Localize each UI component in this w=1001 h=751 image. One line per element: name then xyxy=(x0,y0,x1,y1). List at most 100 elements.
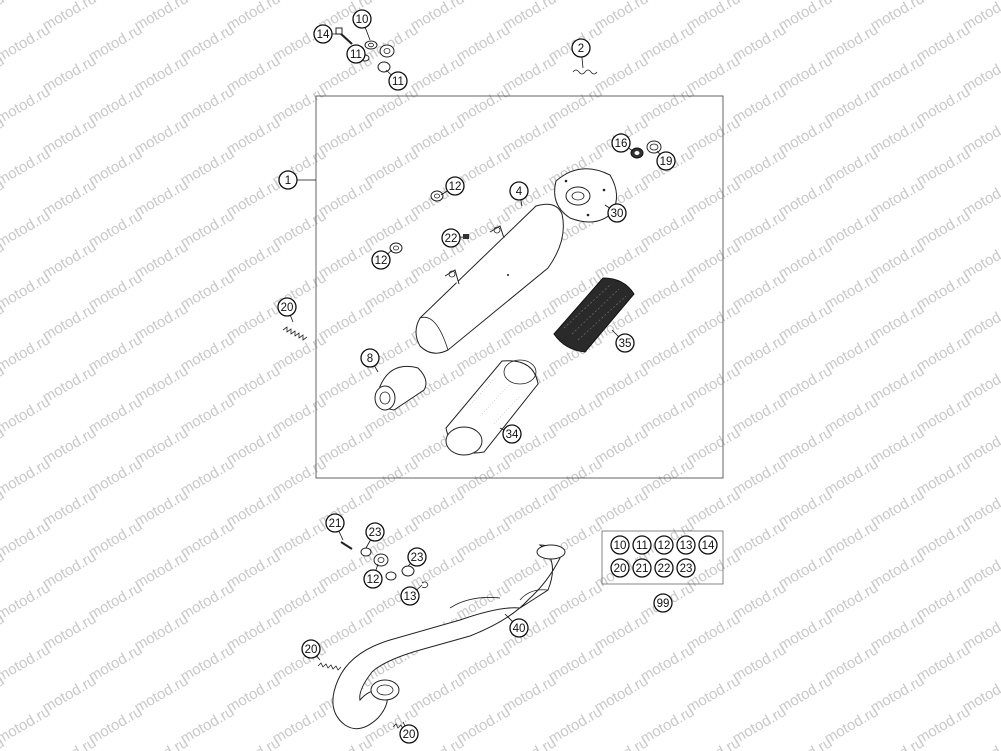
callout-label: 40 xyxy=(513,623,526,635)
callout-circle xyxy=(360,348,380,368)
kit-callout-label: 12 xyxy=(658,540,671,552)
callout-circle xyxy=(346,44,366,64)
watermark-text: motod.ru xyxy=(0,0,53,3)
callout-circle xyxy=(400,586,420,606)
watermark-text: motod.ru xyxy=(0,734,7,751)
callout-c11b: 11 xyxy=(388,71,408,91)
perforated-insert-part xyxy=(445,359,539,456)
callout-circle xyxy=(653,593,673,613)
kit-callout-label: 20 xyxy=(614,563,627,575)
watermark-text: motod.ru xyxy=(960,734,1001,751)
callout-label: 12 xyxy=(367,574,380,586)
watermark-text: motod.ru xyxy=(0,517,53,561)
callout-label: 8 xyxy=(367,353,373,365)
callout-label: 11 xyxy=(392,76,404,88)
callout-circle xyxy=(352,9,372,29)
callout-label: 20 xyxy=(403,729,416,741)
callout-label: 16 xyxy=(615,138,628,150)
watermark-text: motod.ru xyxy=(0,641,53,685)
callout-label: 11 xyxy=(350,49,362,61)
callout-circle xyxy=(399,724,419,744)
callout-circle xyxy=(277,297,297,317)
inlet-cone-part xyxy=(374,366,427,411)
callout-circle xyxy=(656,151,676,171)
callout-c10: 10 xyxy=(352,9,372,29)
callout-label: 4 xyxy=(516,186,523,198)
kit-item-2-0: 20 xyxy=(610,558,630,578)
callout-circle xyxy=(607,203,627,223)
callout-c19: 19 xyxy=(656,151,676,171)
watermark-text: motod.ru xyxy=(40,734,100,751)
callout-label: 35 xyxy=(619,338,632,350)
callout-c99: 99 xyxy=(653,593,673,613)
callout-c22: 22 xyxy=(441,228,461,248)
callout-c35: 35 xyxy=(615,333,635,353)
washer-part xyxy=(364,40,378,50)
kit-callout-label: 22 xyxy=(658,563,671,575)
watermark-text: motod.ru xyxy=(0,579,53,623)
callout-label: 30 xyxy=(611,208,624,220)
watermark-text: motod.ru xyxy=(684,734,744,751)
end-cap-part xyxy=(554,168,617,223)
kit-callout-circle xyxy=(676,535,696,555)
callout-circle xyxy=(278,170,298,190)
watermark-text: motod.ru xyxy=(776,734,836,751)
tip-seal-part xyxy=(646,140,662,154)
callout-label: 12 xyxy=(375,255,388,267)
callout-c1: 1 xyxy=(278,170,298,190)
kit-callout-circle xyxy=(610,558,630,578)
callout-circle xyxy=(301,639,321,659)
callout-c8: 8 xyxy=(360,348,380,368)
kit-callout-circle xyxy=(632,558,652,578)
callout-label: 20 xyxy=(305,644,318,656)
callout-label: 23 xyxy=(369,527,382,539)
kit-callout-circle xyxy=(654,558,674,578)
callout-c12c: 12 xyxy=(363,569,383,589)
watermark-text: motod.ru xyxy=(0,703,53,747)
callout-circle xyxy=(363,569,383,589)
callout-circle xyxy=(502,424,522,444)
callout-c20c: 20 xyxy=(399,724,419,744)
watermark-text: motod.ru xyxy=(0,207,53,251)
callout-label: 34 xyxy=(506,429,519,441)
callout-c34: 34 xyxy=(502,424,522,444)
spring-part xyxy=(572,69,598,75)
watermark-text: motod.ru xyxy=(224,734,284,751)
callout-label: 1 xyxy=(285,175,291,187)
callout-c20a: 20 xyxy=(277,297,297,317)
watermark-text: motod.ru xyxy=(0,455,53,499)
watermark-text: motod.ru xyxy=(0,145,53,189)
callout-circle xyxy=(509,181,529,201)
kit-callout-label: 11 xyxy=(636,540,648,552)
kit-callout-circle xyxy=(654,535,674,555)
callout-c23b: 23 xyxy=(407,547,427,567)
kit-item-1-2: 12 xyxy=(654,535,674,555)
callout-label: 99 xyxy=(657,598,670,610)
watermark-text: motod.ru xyxy=(592,734,652,751)
callout-c40: 40 xyxy=(509,618,529,638)
callout-circle xyxy=(371,250,391,270)
kit-item-2-1: 21 xyxy=(632,558,652,578)
callout-label: 22 xyxy=(445,233,458,245)
callout-circle xyxy=(445,176,465,196)
callout-c4: 4 xyxy=(509,181,529,201)
kit-item-2-2: 22 xyxy=(654,558,674,578)
watermark-text: motod.ru xyxy=(0,331,53,375)
callout-circle xyxy=(313,24,333,44)
watermark-text: motod.ru xyxy=(0,269,53,313)
kit-callout-circle xyxy=(676,558,696,578)
callout-c13: 13 xyxy=(400,586,420,606)
callout-circle xyxy=(388,71,408,91)
kit-item-1-4: 14 xyxy=(698,535,718,555)
callout-label: 20 xyxy=(281,302,294,314)
screw-part xyxy=(463,234,469,239)
callout-c16: 16 xyxy=(611,133,631,153)
callout-label: 23 xyxy=(411,552,424,564)
watermark-text: motod.ru xyxy=(316,734,376,751)
assembly-frame xyxy=(315,95,724,479)
callout-label: 2 xyxy=(578,43,584,55)
watermark-text: motod.ru xyxy=(0,83,53,127)
kit-box-frame xyxy=(601,530,724,585)
